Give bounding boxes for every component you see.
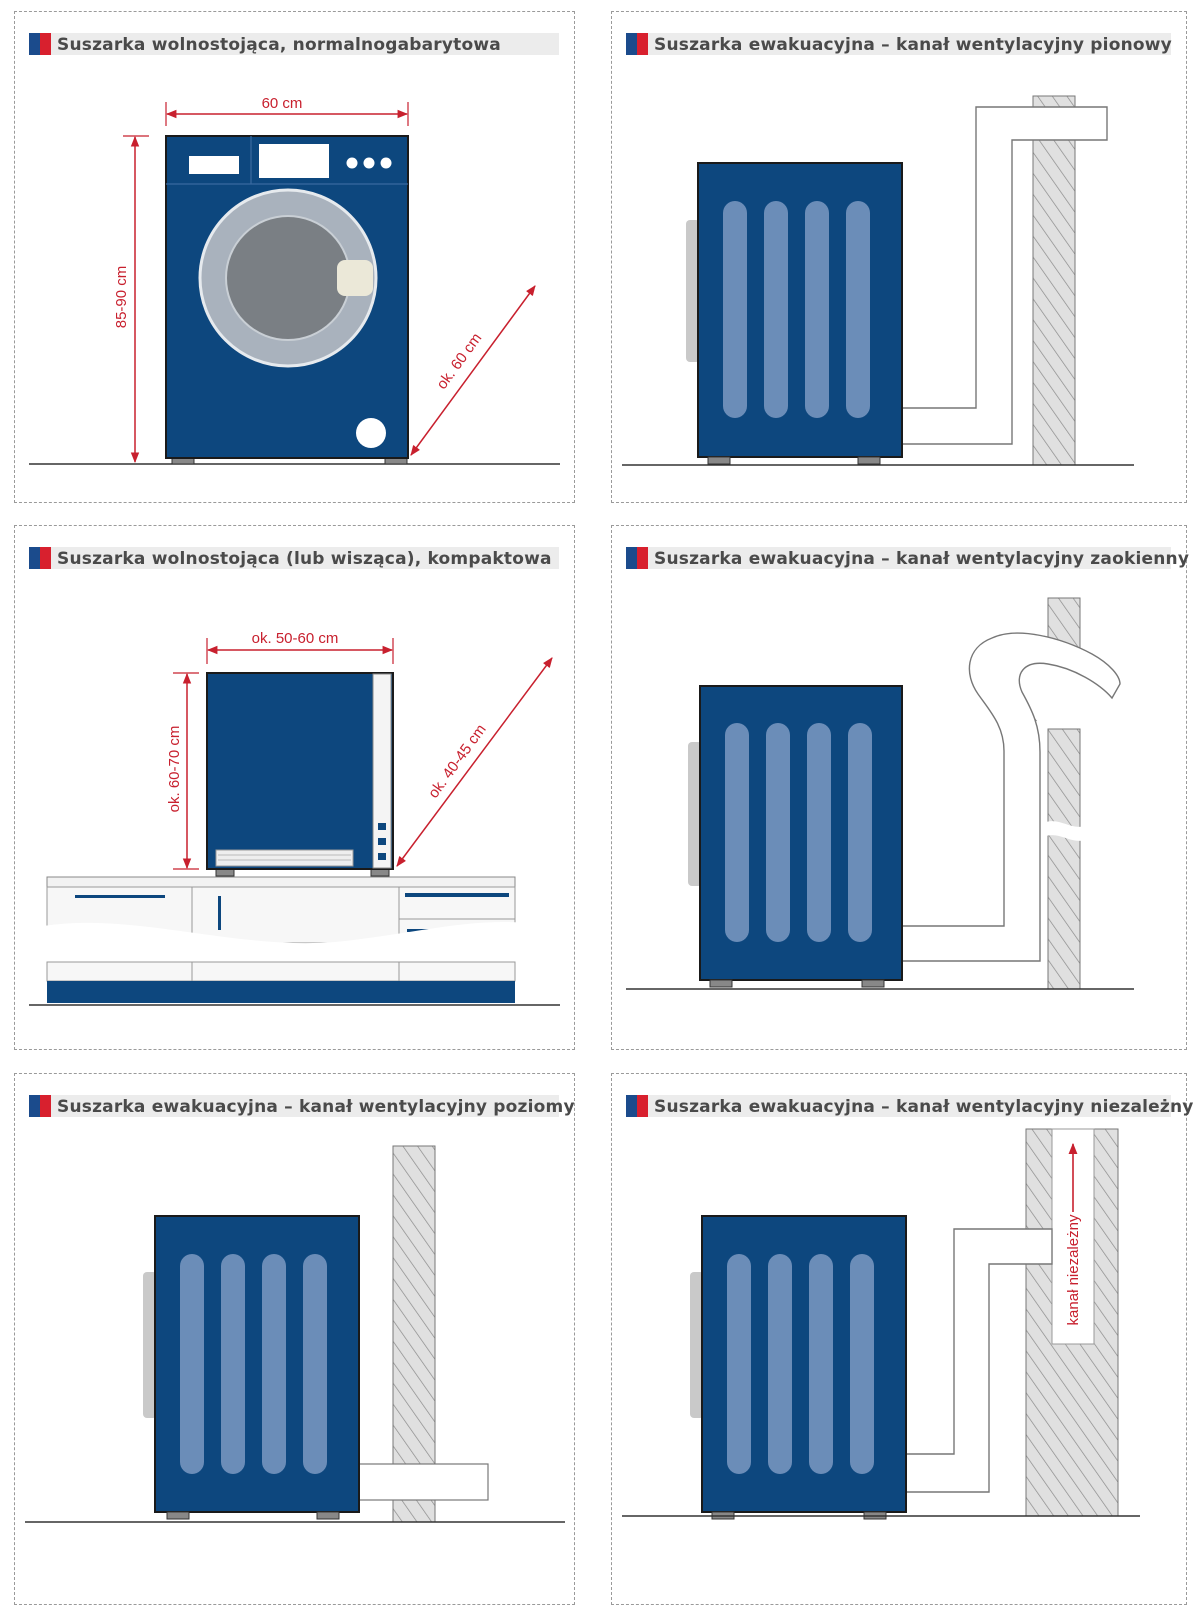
dryer-ridge xyxy=(768,1254,792,1474)
plinth-drawers xyxy=(46,961,516,982)
panel-title: Suszarka wolnostojąca (lub wisząca), kom… xyxy=(57,549,552,569)
panel-title: Suszarka ewakuacyjna – kanał wentylacyjn… xyxy=(654,35,1172,55)
flag-icon xyxy=(29,547,51,569)
width-label: 60 cm xyxy=(262,95,303,112)
flag-icon xyxy=(29,33,51,55)
status-light xyxy=(378,853,386,860)
dryer-ridge xyxy=(221,1254,245,1474)
door-hinge xyxy=(688,742,702,886)
horizontal-vent-diagram xyxy=(25,1145,565,1523)
depth-dimension-line xyxy=(396,657,553,867)
status-light xyxy=(378,823,386,830)
flag-icon xyxy=(626,547,648,569)
panel-title-bar: Suszarka ewakuacyjna – kanał wentylacyjn… xyxy=(626,33,1172,55)
wall-lower xyxy=(1047,728,1081,990)
dryer-ridge xyxy=(846,201,870,418)
flag-icon xyxy=(29,1095,51,1117)
window-vent-diagram xyxy=(626,597,1134,990)
dryer-ridge xyxy=(766,723,790,942)
panel-title-bar: Suszarka wolnostojąca, normalnogabarytow… xyxy=(29,33,559,55)
exhaust-duct xyxy=(899,632,1121,962)
flag-icon xyxy=(626,33,648,55)
standard-dryer-diagram: 60 cm 85-90 cm ok. 60 cm xyxy=(29,95,560,465)
panel-window-vent: Suszarka ewakuacyjna – kanał wentylacyjn… xyxy=(611,525,1189,1050)
dryer-ridge xyxy=(725,723,749,942)
width-label: ok. 50-60 cm xyxy=(252,630,339,647)
control-knob-icon xyxy=(380,157,392,169)
dryer-ridge xyxy=(809,1254,833,1474)
independent-vent-diagram: kanał niezależny xyxy=(622,1128,1140,1520)
panel-title-bar: Suszarka ewakuacyjna – kanał wentylacyjn… xyxy=(626,547,1189,569)
control-knob-icon xyxy=(346,157,358,169)
dryer-ridge xyxy=(848,723,872,942)
door-handle xyxy=(337,260,373,296)
compact-dryer-diagram: ok. 50-60 cm ok. 60-70 cm ok. 40-45 cm xyxy=(29,630,560,1006)
dryer-ridge xyxy=(807,723,831,942)
panel-title: Suszarka ewakuacyjna – kanał wentylacyjn… xyxy=(654,549,1190,569)
panel-title-bar: Suszarka ewakuacyjna – kanał wentylacyjn… xyxy=(29,1095,575,1117)
panel-independent-vent: Suszarka ewakuacyjna – kanał wentylacyjn… xyxy=(611,1073,1193,1605)
panel-vertical-vent: Suszarka ewakuacyjna – kanał wentylacyjn… xyxy=(611,11,1187,503)
vertical-vent-diagram xyxy=(622,95,1134,466)
cabinet-handle xyxy=(75,895,165,898)
panel-title-bar: Suszarka ewakuacyjna – kanał wentylacyjn… xyxy=(626,1095,1193,1117)
panel-title: Suszarka ewakuacyjna – kanał wentylacyjn… xyxy=(57,1097,575,1117)
exhaust-duct xyxy=(901,1228,1053,1493)
cabinet-handle xyxy=(405,893,509,897)
wall xyxy=(392,1145,436,1523)
panel-freestanding-standard: Suszarka wolnostojąca, normalnogabarytow… xyxy=(14,11,575,503)
panel-title: Suszarka wolnostojąca, normalnogabarytow… xyxy=(57,35,501,55)
cabinet-handle xyxy=(218,896,221,930)
door-hinge xyxy=(690,1272,704,1418)
dryer-ridge xyxy=(723,201,747,418)
dryer-ridge xyxy=(727,1254,751,1474)
control-knob-icon xyxy=(363,157,375,169)
dryer-ridge xyxy=(262,1254,286,1474)
door-hinge xyxy=(143,1272,157,1418)
dryer-side-panel xyxy=(372,673,392,869)
channel-label: kanał niezależny xyxy=(1065,1214,1082,1325)
panel-title: Suszarka ewakuacyjna – kanał wentylacyjn… xyxy=(654,1097,1194,1117)
dryer-ridge xyxy=(805,201,829,418)
status-light xyxy=(378,838,386,845)
dryer-body xyxy=(206,672,394,870)
dryer-filter-grille xyxy=(215,849,354,867)
dryer-ridge xyxy=(764,201,788,418)
flag-icon xyxy=(626,1095,648,1117)
depth-label: ok. 40-45 cm xyxy=(425,721,490,801)
panel-compact: Suszarka wolnostojąca (lub wisząca), kom… xyxy=(14,525,575,1050)
height-label: ok. 60-70 cm xyxy=(166,726,183,813)
exhaust-duct xyxy=(357,1463,489,1501)
dryer-ridge xyxy=(303,1254,327,1474)
vertical-chimney xyxy=(1032,95,1076,466)
panel-title-bar: Suszarka wolnostojąca (lub wisząca), kom… xyxy=(29,547,559,569)
panel-horizontal-vent: Suszarka ewakuacyjna – kanał wentylacyjn… xyxy=(14,1073,575,1605)
dryer-ridge xyxy=(850,1254,874,1474)
plinth xyxy=(47,981,515,1003)
depth-dimension-line xyxy=(410,285,536,456)
exhaust-duct xyxy=(895,106,1108,445)
dryer-ridge xyxy=(180,1254,204,1474)
depth-label: ok. 60 cm xyxy=(433,330,485,393)
door-hinge xyxy=(686,220,700,362)
cabinet-break xyxy=(43,921,535,966)
cabinet-top xyxy=(46,876,516,888)
height-label: 85-90 cm xyxy=(113,266,130,329)
